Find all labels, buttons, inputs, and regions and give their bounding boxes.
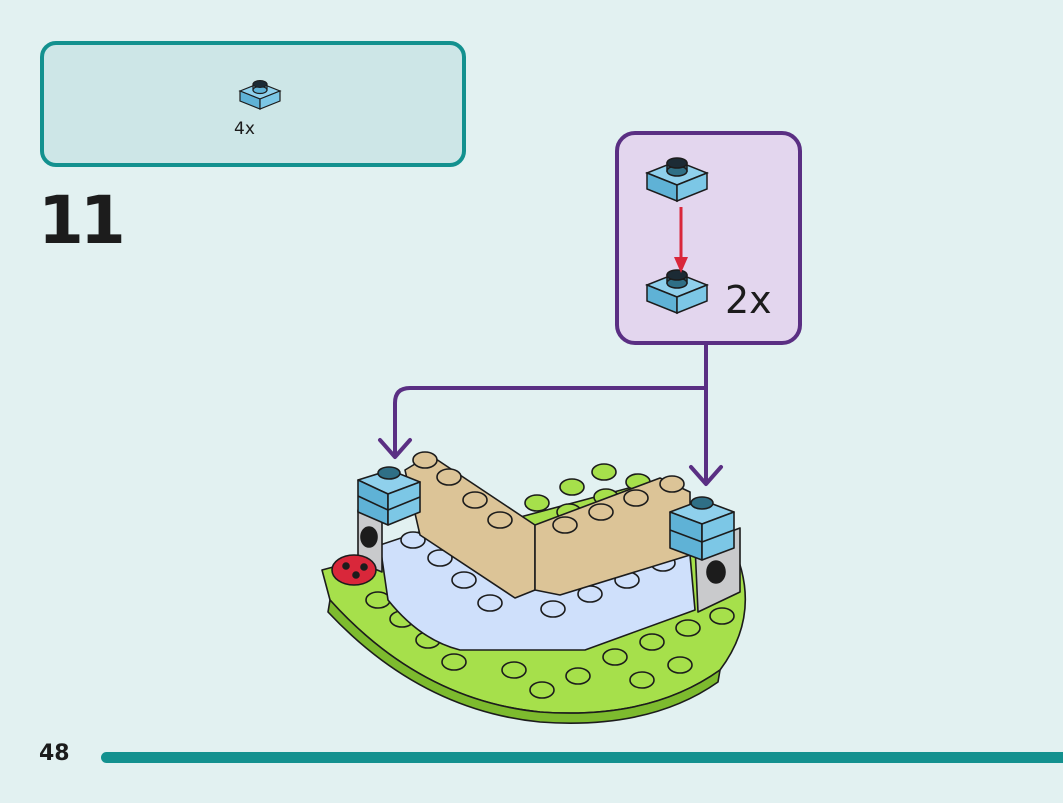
- parts-quantity: 4x: [234, 119, 255, 139]
- step-number: 11: [38, 182, 126, 259]
- left-arrow-head: [378, 438, 412, 459]
- light-blue-plate-stack-right: [669, 496, 735, 561]
- right-arrow-head: [689, 465, 723, 486]
- footer-bar: [101, 752, 1063, 763]
- callout-quantity: 2x: [725, 278, 772, 322]
- light-blue-plate-stack-left: [357, 466, 421, 526]
- subassembly-callout: 2x: [615, 131, 802, 345]
- light-blue-plate-icon: [644, 157, 710, 203]
- parts-list-box: 4x: [40, 41, 466, 167]
- left-arrow-line: [393, 343, 708, 457]
- page-number: 48: [39, 741, 70, 766]
- light-blue-plate-icon: [644, 269, 710, 315]
- tan-studs: [412, 451, 685, 534]
- light-blue-1x1-round-plate-icon: [238, 80, 282, 110]
- red-down-arrow-icon: [674, 207, 688, 273]
- ladybug-icon: [331, 554, 377, 586]
